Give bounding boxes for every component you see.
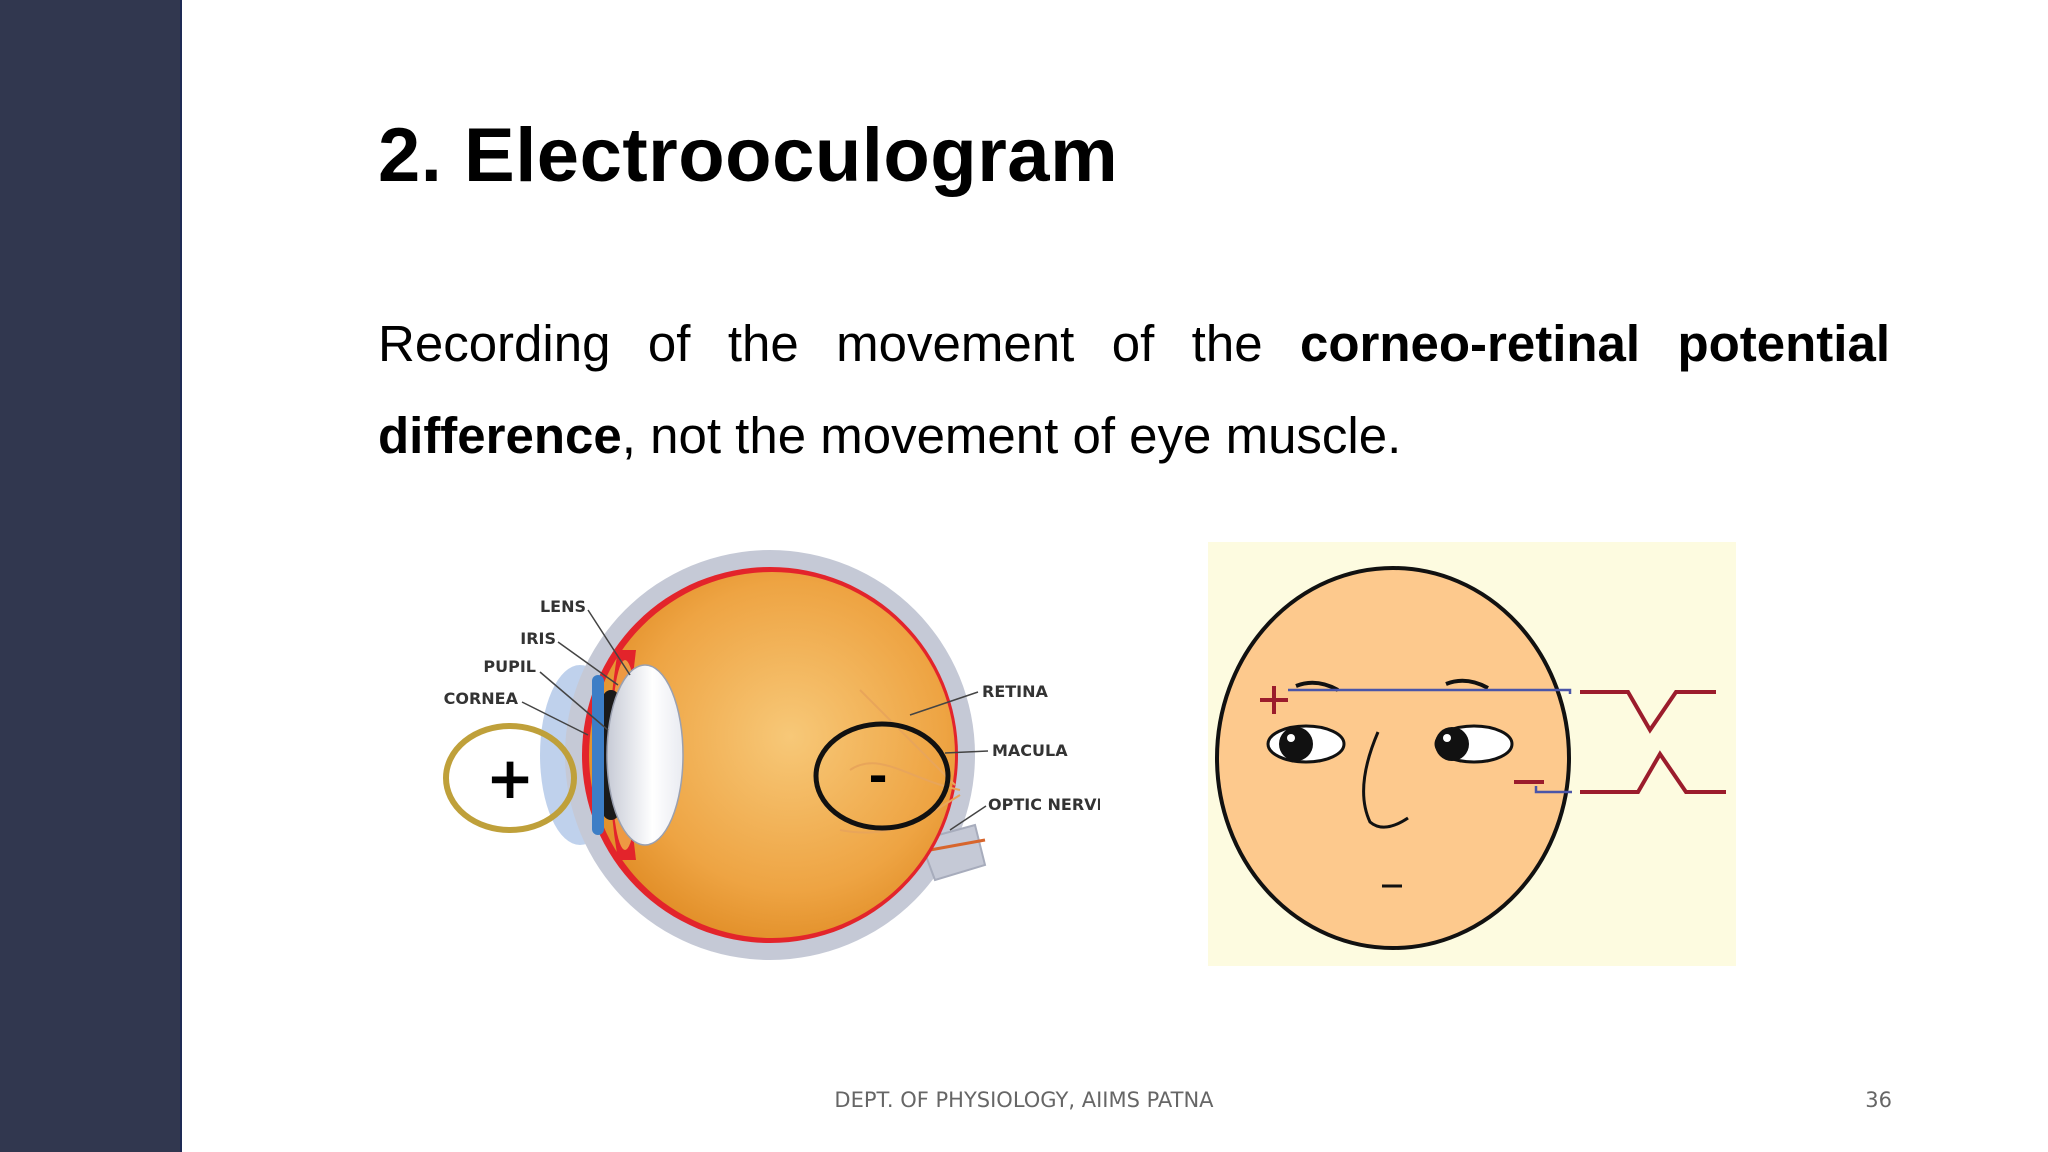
right-pupil bbox=[1435, 727, 1469, 761]
label-lens: LENS bbox=[540, 597, 586, 616]
eye-body bbox=[589, 572, 955, 938]
left-pupil bbox=[1279, 727, 1313, 761]
right-eyebrow bbox=[1445, 678, 1489, 690]
eog-face-diagram bbox=[1208, 542, 1736, 966]
lens-shape bbox=[606, 664, 684, 846]
sidebar-accent-bar bbox=[0, 0, 182, 1152]
slide-body-text: Recording of the movement of the corneo-… bbox=[378, 298, 1890, 482]
iris-blue bbox=[592, 675, 604, 835]
label-pupil: PUPIL bbox=[483, 657, 536, 676]
lower-signal-trace bbox=[1580, 750, 1726, 794]
left-eye-highlight bbox=[1287, 734, 1295, 742]
positive-pole-sign: + bbox=[486, 744, 535, 812]
face-outline bbox=[1215, 566, 1571, 950]
body-text-part-1: Recording of the movement of the bbox=[378, 315, 1300, 372]
left-eyebrow bbox=[1295, 680, 1339, 692]
lower-wire bbox=[1534, 786, 1572, 794]
label-iris: IRIS bbox=[520, 629, 556, 648]
label-macula: MACULA bbox=[992, 741, 1068, 760]
upper-signal-trace bbox=[1580, 690, 1716, 734]
label-optic-nerve: OPTIC NERVE bbox=[988, 795, 1100, 814]
slide-footer: DEPT. OF PHYSIOLOGY, AIIMS PATNA bbox=[834, 1088, 1214, 1112]
label-cornea: CORNEA bbox=[444, 689, 519, 708]
optic-nerve-vessel bbox=[929, 838, 986, 852]
body-text-part-2: , not the movement of eye muscle. bbox=[621, 407, 1402, 464]
body-text-bold-term: corneo-retinal potential difference bbox=[378, 315, 1890, 464]
page-number: 36 bbox=[1865, 1088, 1892, 1112]
label-retina: RETINA bbox=[982, 682, 1049, 701]
positive-pole-circle bbox=[443, 723, 577, 833]
negative-pole-sign: - bbox=[868, 749, 887, 803]
slide-title: 2. Electrooculogram bbox=[378, 113, 1119, 198]
upper-wire bbox=[1288, 688, 1572, 694]
eye-anatomy-diagram: + - LENS IRIS PUPIL CORNEA RETINA MACULA… bbox=[443, 550, 1100, 960]
right-eye-highlight bbox=[1443, 734, 1451, 742]
nose bbox=[1362, 731, 1409, 829]
negative-pole-circle bbox=[813, 721, 951, 831]
